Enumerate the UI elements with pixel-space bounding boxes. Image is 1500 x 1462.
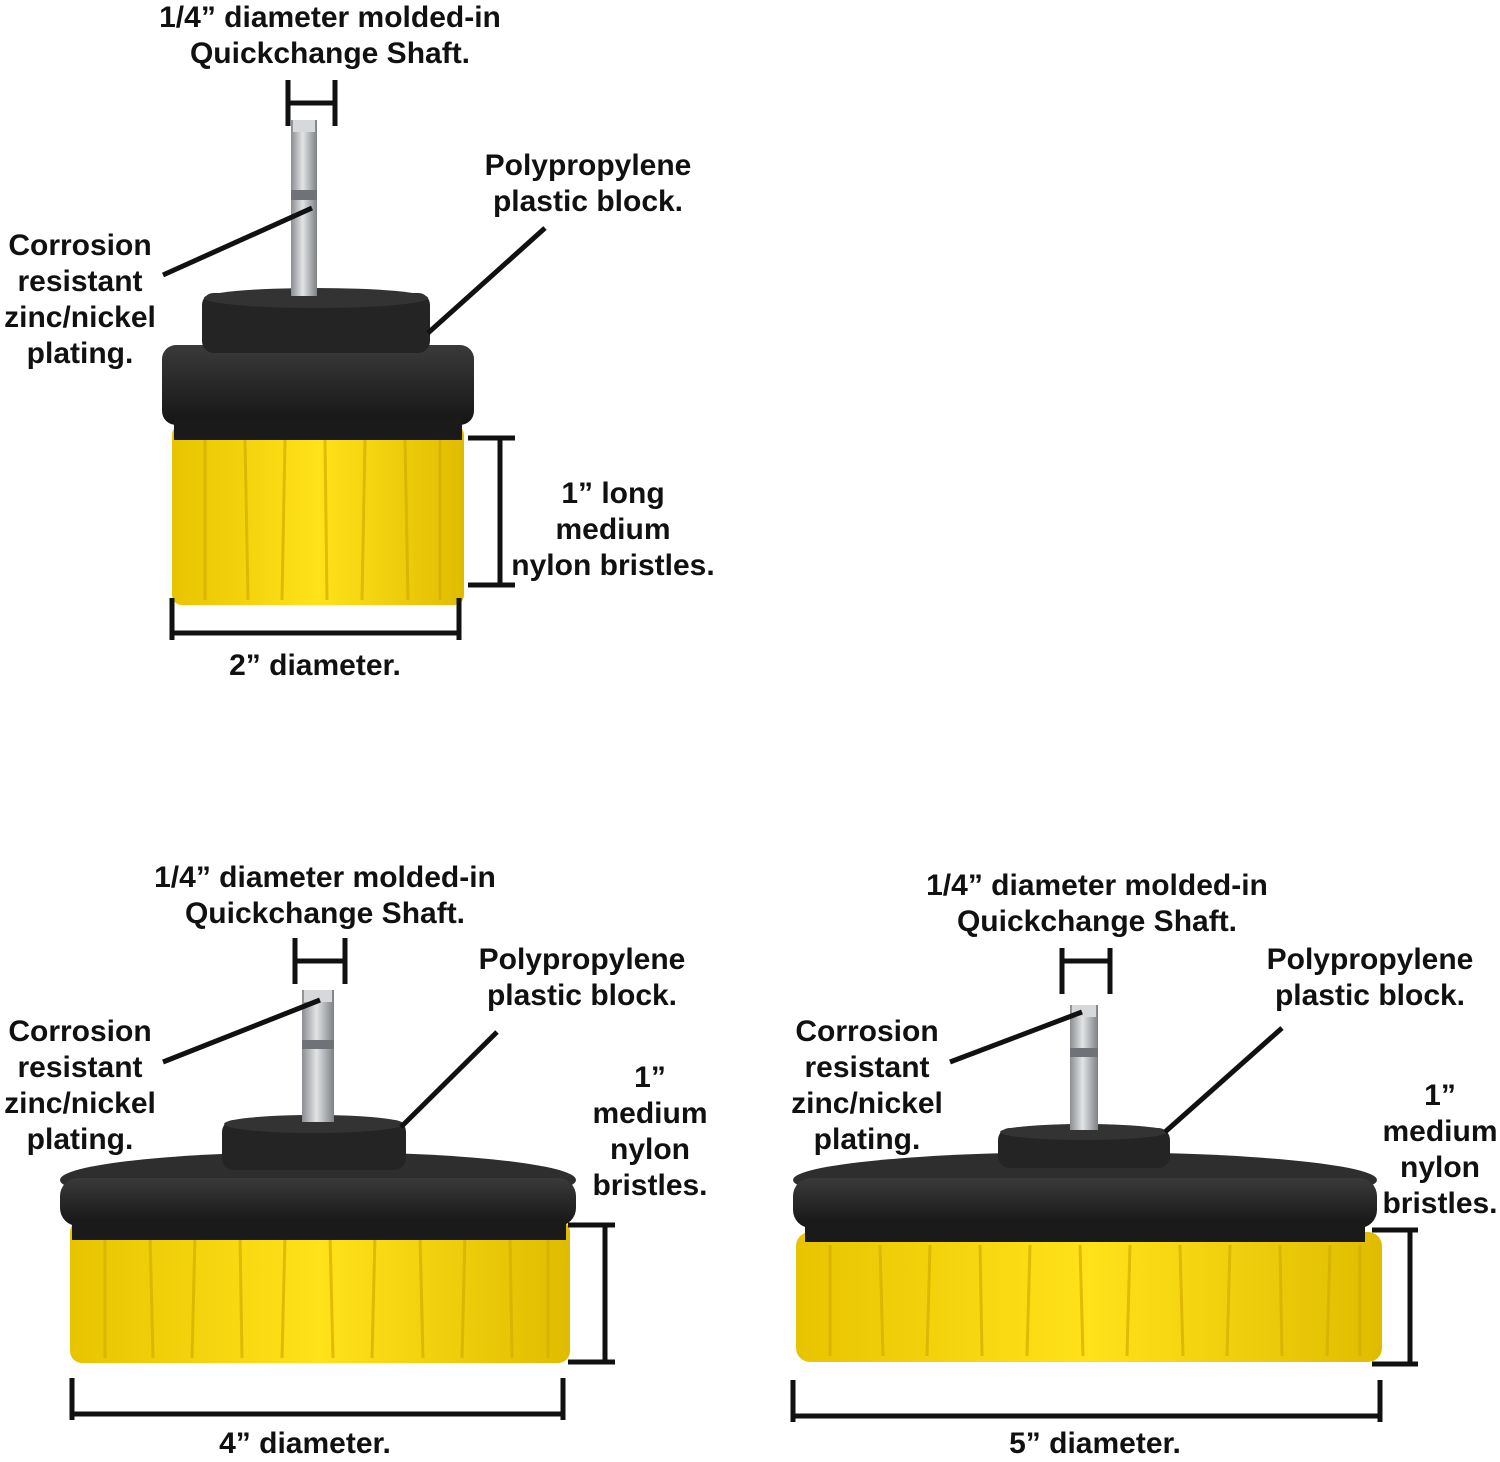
- small-block-label: Polypropylene plastic block.: [484, 149, 692, 218]
- medium-block-label: Polypropylene plastic block.: [478, 943, 686, 1012]
- bristles-medium: [70, 1220, 570, 1363]
- small-diameter-label: 2” diameter.: [229, 649, 401, 682]
- large-bristle-label: 1” medium nylon bristles.: [1382, 1079, 1498, 1220]
- large-shaft-label: 1/4” diameter molded-in Quickchange Shaf…: [926, 869, 1268, 938]
- medium-bristle-label: 1” medium nylon bristles.: [592, 1061, 708, 1202]
- bristles-small: [172, 425, 464, 605]
- large-block-label: Polypropylene plastic block.: [1266, 943, 1474, 1012]
- medium-plating-label: Corrosion resistant zinc/nickel plating.: [4, 1015, 156, 1156]
- small-plating-label: Corrosion resistant zinc/nickel plating.: [4, 229, 156, 370]
- bristles-large: [796, 1232, 1382, 1362]
- medium-diameter-label: 4” diameter.: [219, 1427, 391, 1460]
- brush-medium: [60, 938, 615, 1420]
- medium-shaft-label: 1/4” diameter molded-in Quickchange Shaf…: [154, 861, 496, 930]
- brush-small: [161, 80, 547, 640]
- block-small: [162, 288, 474, 440]
- small-bristle-label: 1” long medium nylon bristles.: [511, 477, 715, 582]
- block-large: [793, 1124, 1377, 1242]
- shaft-medium: [302, 990, 334, 1122]
- block-medium: [60, 1115, 576, 1240]
- dimension-lines-large: [790, 948, 1418, 1422]
- dimension-lines-small: [161, 80, 547, 640]
- large-plating-label: Corrosion resistant zinc/nickel plating.: [791, 1015, 943, 1156]
- small-shaft-label: 1/4” diameter molded-in Quickchange Shaf…: [159, 1, 501, 70]
- brush-large: [790, 948, 1418, 1422]
- dimension-lines-medium: [69, 938, 615, 1420]
- large-diameter-label: 5” diameter.: [1009, 1427, 1181, 1460]
- shaft-small: [291, 120, 317, 296]
- shaft-large: [1070, 1005, 1098, 1130]
